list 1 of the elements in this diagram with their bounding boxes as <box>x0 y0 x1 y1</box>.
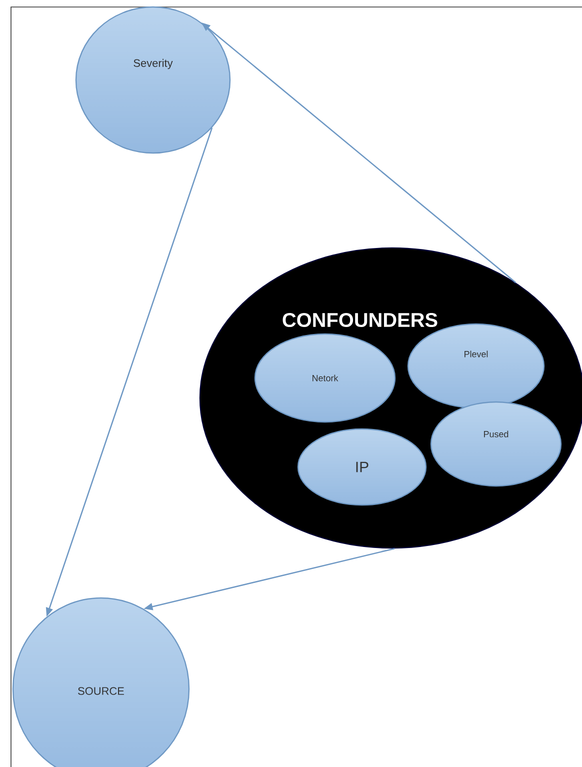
circle-node: Severity <box>75 6 231 154</box>
